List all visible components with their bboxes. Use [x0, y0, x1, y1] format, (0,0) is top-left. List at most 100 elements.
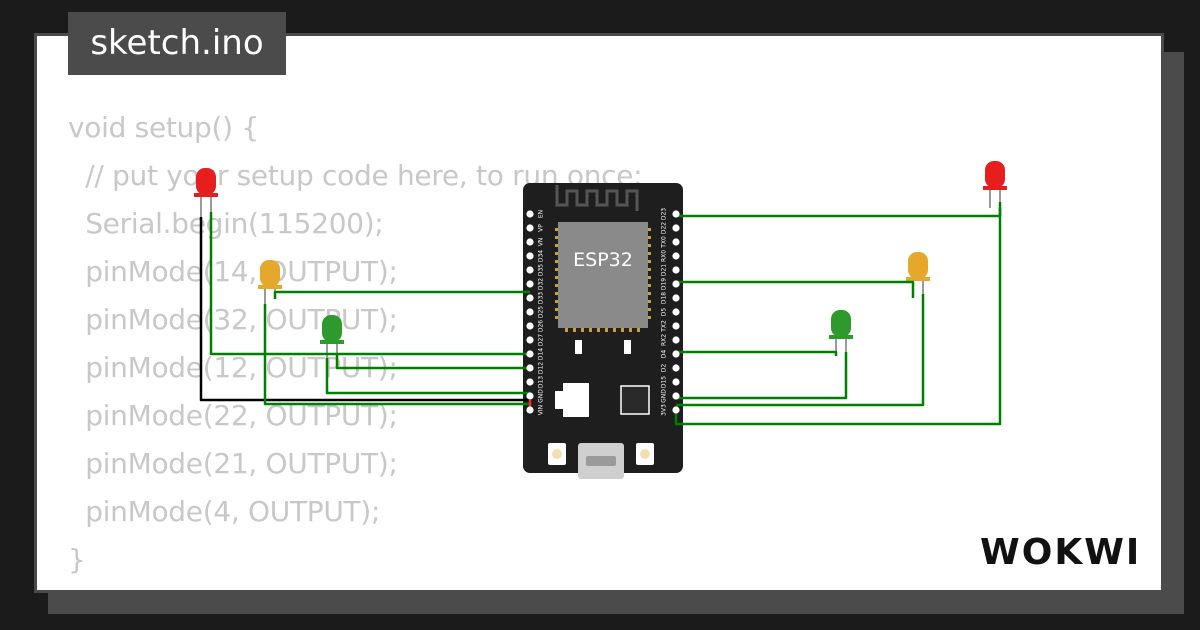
code-line: pinMode(4, OUTPUT);	[68, 495, 381, 528]
pin-right-d21[interactable]	[672, 266, 680, 274]
pin-label: D14	[538, 348, 545, 360]
pin-left-d33[interactable]	[526, 294, 534, 302]
wire-gnd-yellow[interactable]	[263, 304, 530, 406]
pin-left-d32[interactable]	[526, 280, 534, 288]
pin-label: TX2	[661, 320, 668, 333]
pin-right-d22[interactable]	[672, 224, 680, 232]
pin-label: RX0	[661, 250, 668, 262]
pin-label: TX0	[661, 236, 668, 249]
wire-d14[interactable]	[209, 212, 530, 356]
wire-d21[interactable]	[676, 280, 915, 298]
pin-label: EN	[538, 210, 545, 218]
pin-right-gnd[interactable]	[672, 392, 680, 400]
wire-d12[interactable]	[335, 354, 530, 370]
pin-label: RX2	[661, 334, 668, 346]
pin-label: D12	[538, 362, 545, 374]
wires	[199, 202, 1002, 426]
wire-gnd-green-right[interactable]	[676, 352, 848, 400]
pin-left-gnd[interactable]	[526, 392, 534, 400]
led-red-left[interactable]	[194, 168, 218, 217]
pin-label: D27	[538, 334, 545, 346]
pin-left-d25[interactable]	[526, 308, 534, 316]
pin-left-vp[interactable]	[526, 224, 534, 232]
boot-button-cap	[552, 449, 562, 459]
pin-left-d13[interactable]	[526, 378, 534, 386]
led-rim	[194, 193, 218, 197]
pin-label: D22	[661, 222, 668, 234]
wire-d22[interactable]	[676, 202, 1002, 218]
led-green-left[interactable]	[320, 315, 344, 358]
pin-label: D26	[538, 320, 545, 332]
pin-right-tx2[interactable]	[672, 322, 680, 330]
pin-label: D25	[538, 306, 545, 318]
pin-right-d19[interactable]	[672, 280, 680, 288]
logo-text: WOKWI	[980, 532, 1141, 573]
pin-label: D34	[538, 250, 545, 262]
pin-left-d14[interactable]	[526, 350, 534, 358]
wire-d4[interactable]	[676, 350, 838, 356]
esp32-module	[558, 222, 648, 328]
code-line: pinMode(21, OUTPUT);	[68, 447, 398, 480]
pin-right-d23[interactable]	[672, 210, 680, 218]
wire-ground[interactable]	[199, 217, 530, 402]
led-rim	[829, 335, 853, 339]
pin-label: D2	[661, 364, 668, 373]
pin-right-tx0[interactable]	[672, 238, 680, 246]
led-red-right[interactable]	[983, 161, 1007, 208]
wire-gnd-red-right[interactable]	[674, 208, 1002, 426]
file-tab[interactable]: sketch.ino	[68, 12, 286, 75]
pin-right-3v3[interactable]	[672, 406, 680, 414]
pin-right-d5[interactable]	[672, 308, 680, 316]
code-line: void setup() {	[68, 111, 259, 144]
pin-label: VN	[538, 238, 545, 247]
pin-left-d34[interactable]	[526, 252, 534, 260]
pin-label: D35	[538, 264, 545, 276]
pin-left-en[interactable]	[526, 210, 534, 218]
led-yellow-left[interactable]	[258, 260, 282, 304]
code-line: pinMode(12, OUTPUT);	[68, 351, 398, 384]
pin-left-d27[interactable]	[526, 336, 534, 344]
pin-left-vn[interactable]	[526, 238, 534, 246]
wire-gnd-green[interactable]	[325, 358, 530, 395]
led-body	[322, 315, 342, 342]
pin-right-d2[interactable]	[672, 364, 680, 372]
pin-right-rx2[interactable]	[672, 336, 680, 344]
pin-label: VIN	[538, 405, 545, 415]
pin-label: D13	[538, 376, 545, 388]
module-pads	[555, 228, 651, 332]
led-yellow-right[interactable]	[906, 252, 930, 298]
wire-d32[interactable]	[273, 290, 530, 299]
led-rim	[320, 340, 344, 344]
led-body	[831, 310, 851, 337]
led-body	[260, 260, 280, 287]
led-body	[908, 252, 928, 279]
led-rim	[906, 277, 930, 281]
smd-component	[624, 340, 631, 354]
pin-label: D4	[661, 350, 668, 359]
pin-left-vin[interactable]	[526, 406, 534, 414]
pin-right-d15[interactable]	[672, 378, 680, 386]
pin-label: D19	[661, 278, 668, 290]
pin-left-d26[interactable]	[526, 322, 534, 330]
pin-label: GND	[538, 389, 545, 403]
wokwi-logo: WOKWI	[980, 532, 1141, 573]
esp32-board[interactable]: ESP32	[523, 183, 683, 479]
pin-right-d4[interactable]	[672, 350, 680, 358]
code-line: Serial.begin(115200);	[68, 207, 384, 240]
code-line: // put your setup code here, to run once…	[68, 159, 643, 192]
usb-uart-chip	[620, 385, 650, 415]
pin-right-rx0[interactable]	[672, 252, 680, 260]
en-button-cap	[640, 449, 650, 459]
pin-right-d18[interactable]	[672, 294, 680, 302]
led-rim	[258, 285, 282, 289]
voltage-regulator	[563, 383, 589, 417]
led-body	[196, 168, 216, 195]
pin-left-d35[interactable]	[526, 266, 534, 274]
usb-port	[586, 456, 616, 466]
pin-label: D32	[538, 278, 545, 290]
led-green-right[interactable]	[829, 310, 853, 356]
wire-gnd-yellow-right[interactable]	[676, 294, 925, 407]
pin-label: D23	[661, 208, 668, 220]
pin-left-d12[interactable]	[526, 364, 534, 372]
